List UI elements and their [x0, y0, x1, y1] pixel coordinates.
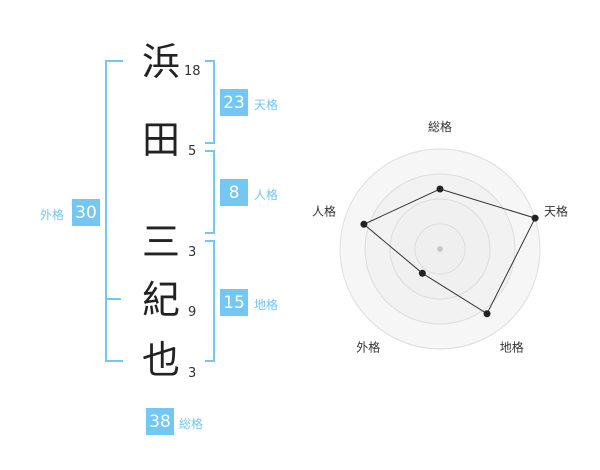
- radar-rings: [339, 148, 541, 350]
- chikaku-label: 地格: [254, 298, 279, 312]
- radar-point: [483, 310, 491, 318]
- radar-point: [360, 220, 368, 228]
- stroke-count: 18: [184, 64, 201, 79]
- radar-axis-label: 総格: [428, 119, 452, 134]
- radar-point: [418, 269, 426, 277]
- jinkaku-badge: 8: [220, 179, 248, 206]
- name-char: 田: [141, 118, 180, 162]
- gaikaku-bracket-tick: [105, 298, 121, 300]
- jinkaku-bracket: [205, 150, 215, 234]
- radar-series-line: [362, 188, 536, 315]
- radar-series: [360, 185, 539, 318]
- radar-point: [436, 185, 444, 193]
- tenkaku-badge: 23: [220, 89, 248, 116]
- name-char: 紀: [141, 278, 180, 322]
- gaikaku-badge: 30: [72, 199, 100, 226]
- stroke-count: 5: [188, 144, 197, 159]
- name-char: 也: [141, 338, 180, 382]
- name-char: 浜: [141, 40, 180, 84]
- radar-center: [437, 246, 443, 252]
- radar-axis-label: 地格: [500, 340, 524, 355]
- radar-point: [531, 214, 539, 222]
- soukaku-label: 総格: [179, 417, 204, 431]
- tenkaku-label: 天格: [254, 98, 279, 112]
- gaikaku-bracket: [105, 60, 123, 362]
- stroke-count: 3: [188, 245, 197, 260]
- chikaku-badge: 15: [220, 289, 248, 316]
- chikaku-bracket: [205, 240, 215, 362]
- radar-axis-label: 天格: [544, 203, 568, 218]
- gaikaku-label: 外格: [40, 208, 65, 222]
- tenkaku-bracket: [205, 60, 215, 144]
- soukaku-badge: 38: [146, 408, 174, 435]
- name-char: 三: [141, 220, 180, 264]
- radar-axis-label: 外格: [356, 340, 380, 355]
- radar-axis-label: 人格: [312, 203, 336, 218]
- jinkaku-label: 人格: [254, 188, 279, 202]
- stroke-count: 3: [188, 366, 197, 381]
- stroke-count: 9: [188, 305, 197, 320]
